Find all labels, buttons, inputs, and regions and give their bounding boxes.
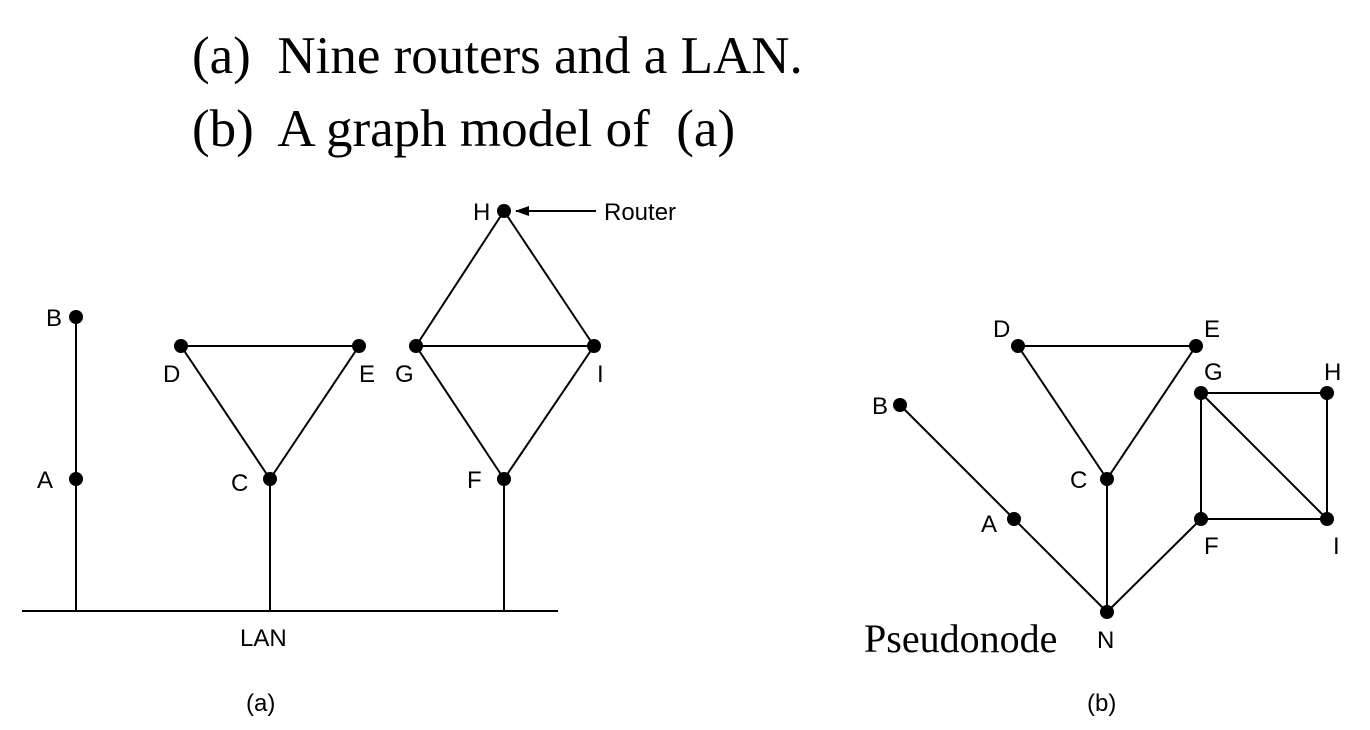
- graph-node-h: [1320, 386, 1334, 400]
- edge-f-n-b: [1106, 518, 1202, 613]
- lan-label: LAN: [240, 625, 287, 652]
- pseudonode-n: [1100, 605, 1114, 619]
- label-b-b: B: [872, 393, 888, 420]
- graph-node-i: [1320, 512, 1334, 526]
- label-a-b: B: [46, 305, 62, 332]
- label-a-g: G: [395, 361, 414, 388]
- label-b-g: G: [1204, 359, 1223, 386]
- label-a-a: A: [37, 467, 53, 494]
- label-a-c: C: [231, 470, 248, 497]
- figure-a: B A D E C H G I F Router LAN (a): [22, 199, 676, 717]
- router-node-a: [69, 472, 83, 486]
- label-b-c: C: [1070, 467, 1087, 494]
- edge-i-f: [503, 345, 595, 480]
- router-label: Router: [604, 199, 676, 226]
- graph-node-d: [1011, 339, 1025, 353]
- label-a-d: D: [163, 361, 180, 388]
- label-b-h: H: [1324, 359, 1341, 386]
- graph-node-g: [1194, 386, 1208, 400]
- router-node-i: [587, 339, 601, 353]
- graph-node-c: [1100, 472, 1114, 486]
- graph-node-b: [893, 398, 907, 412]
- router-node-h: [497, 204, 511, 218]
- edge-g-i-b: [1200, 392, 1328, 520]
- label-b-d: D: [993, 316, 1010, 343]
- edge-e-c: [269, 345, 360, 480]
- label-b-f: F: [1204, 533, 1219, 560]
- router-node-e: [352, 339, 366, 353]
- label-a-h: H: [473, 199, 490, 226]
- pseudonode-label: Pseudonode: [864, 616, 1057, 661]
- graph-node-f: [1194, 512, 1208, 526]
- panel-label-a: (a): [246, 690, 275, 717]
- label-b-n: N: [1097, 627, 1114, 654]
- caption-line-b: (b) A graph model of (a): [192, 100, 736, 158]
- caption-line-a: (a) Nine routers and a LAN.: [192, 27, 803, 85]
- edge-g-f: [415, 345, 505, 480]
- router-node-f: [497, 472, 511, 486]
- label-b-i: I: [1333, 533, 1340, 560]
- router-node-b: [69, 310, 83, 324]
- edge-h-i: [503, 210, 595, 347]
- graph-node-a: [1007, 512, 1021, 526]
- router-node-d: [174, 339, 188, 353]
- figure-b: D E G H B C A F I N Pseudonode (b): [864, 316, 1341, 717]
- router-node-g: [409, 339, 423, 353]
- label-a-i: I: [597, 361, 604, 388]
- graph-node-e: [1189, 339, 1203, 353]
- panel-label-b: (b): [1087, 690, 1116, 717]
- label-b-e: E: [1204, 316, 1220, 343]
- label-a-f: F: [467, 467, 482, 494]
- edge-b-a-b: [899, 404, 1015, 520]
- label-a-e: E: [359, 361, 375, 388]
- edge-a-n-b: [1013, 518, 1108, 613]
- edge-d-c: [180, 345, 271, 480]
- edge-h-g: [415, 210, 505, 347]
- label-b-a: A: [981, 511, 997, 538]
- router-node-c: [263, 472, 277, 486]
- edge-d-c-b: [1017, 345, 1108, 480]
- edge-e-c-b: [1106, 345, 1197, 480]
